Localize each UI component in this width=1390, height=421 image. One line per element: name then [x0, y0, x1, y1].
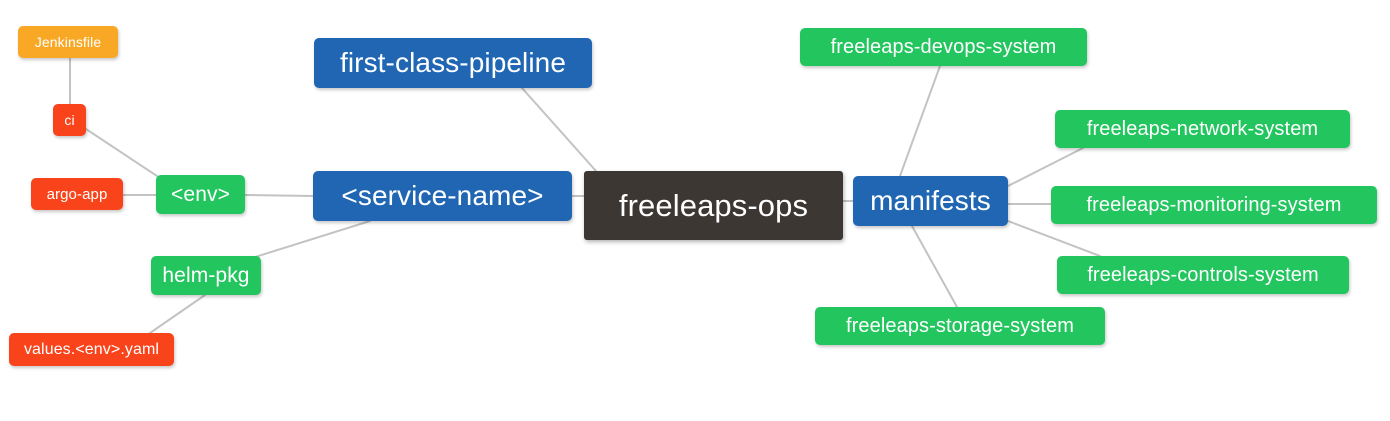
edge-manifests-devops	[899, 65, 941, 177]
edge-values-helm-pkg	[149, 294, 206, 334]
edge-helm-pkg-service-name	[251, 220, 371, 259]
edge-manifests-network	[1007, 147, 1084, 187]
mindmap-node-freeleaps-ops[interactable]: freeleaps-ops	[584, 171, 843, 240]
mindmap-node-freeleaps-storage-system[interactable]: freeleaps-storage-system	[815, 307, 1105, 345]
mindmap-node-first-class-pipeline[interactable]: first-class-pipeline	[314, 38, 592, 88]
mindmap-node-freeleaps-network-system[interactable]: freeleaps-network-system	[1055, 110, 1350, 148]
mindmap-node-ci[interactable]: ci	[53, 104, 86, 136]
mindmap-node-env[interactable]: <env>	[156, 175, 245, 214]
mindmap-node-values-yaml[interactable]: values.<env>.yaml	[9, 333, 174, 366]
mindmap-node-freeleaps-devops-system[interactable]: freeleaps-devops-system	[800, 28, 1087, 66]
edge-manifests-controls	[1007, 220, 1101, 257]
mindmap-node-freeleaps-monitoring-system[interactable]: freeleaps-monitoring-system	[1051, 186, 1377, 224]
mindmap-node-freeleaps-controls-system[interactable]: freeleaps-controls-system	[1057, 256, 1349, 294]
mindmap-node-service-name[interactable]: <service-name>	[313, 171, 572, 221]
mindmap-node-jenkinsfile[interactable]: Jenkinsfile	[18, 26, 118, 58]
edge-pipeline-root	[521, 87, 597, 172]
edge-ci-env	[85, 128, 161, 179]
mindmap-node-argo-app[interactable]: argo-app	[31, 178, 123, 210]
edge-manifests-storage	[911, 225, 958, 308]
mindmap-node-helm-pkg[interactable]: helm-pkg	[151, 256, 261, 295]
edge-env-service-name	[244, 194, 314, 197]
mindmap-node-manifests[interactable]: manifests	[853, 176, 1008, 226]
